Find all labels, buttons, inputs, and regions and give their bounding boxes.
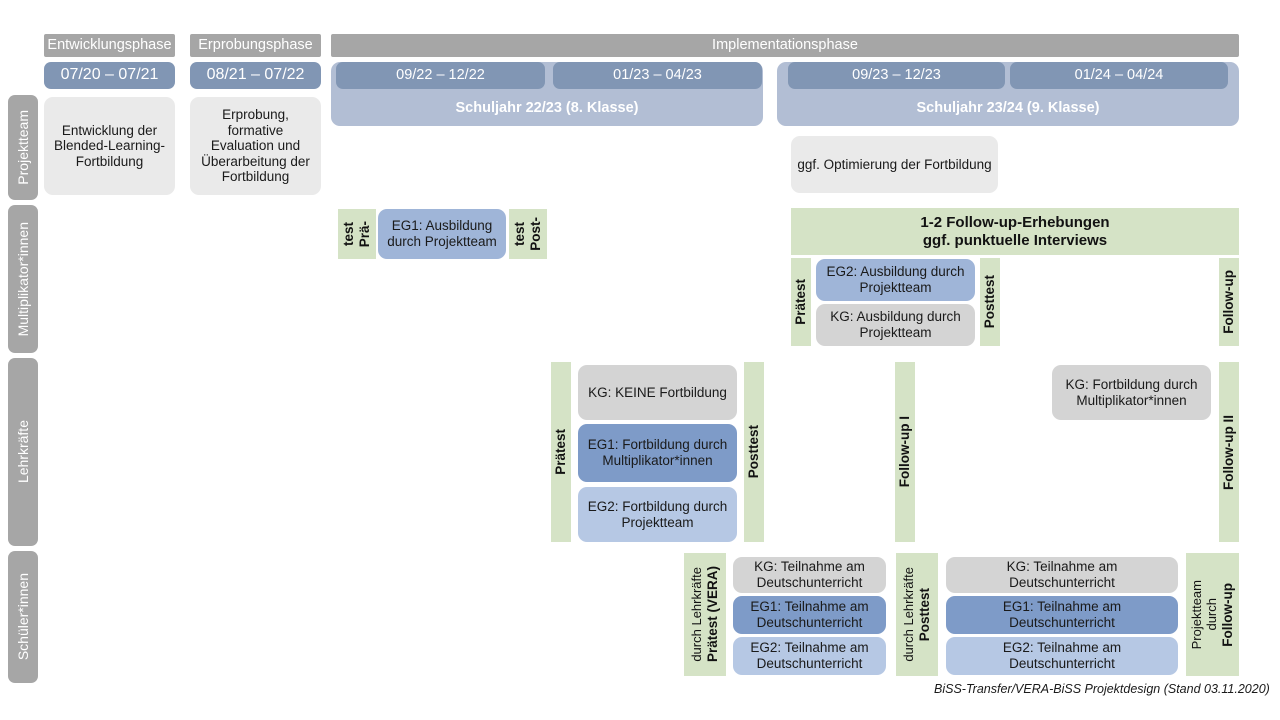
- posttest-line-1: Post-: [528, 217, 543, 251]
- card-erprobung-evaluation: Erprobung, formative Evaluation und Über…: [190, 97, 321, 195]
- card-kg-fortbildung-multiplikatoren: KG: Fortbildung durch Multiplikator*inne…: [1052, 365, 1211, 420]
- card-eg2-teilnahme-deutschunterricht-1: EG2: Teilnahme am Deutschunterricht: [733, 637, 886, 675]
- followup-2-bar-lehrkraefte: Follow-up II: [1219, 362, 1239, 542]
- date-chip-0923-1223: 09/23 – 12/23: [788, 62, 1005, 89]
- praetest-vera-sublabel: durch Lehrkräfte: [688, 567, 704, 662]
- praetest-bar-multiplikatoren-left: Prä- test: [338, 209, 376, 259]
- followup-band-line-1: 1-2 Follow-up-Erhebungen: [920, 214, 1110, 232]
- praetest-vera-label: Prätest (VERA): [704, 566, 720, 663]
- phase-header-erprobungsphase: Erprobungsphase: [190, 34, 321, 57]
- praetest-line-1: Prä-: [357, 220, 372, 248]
- card-entwicklung-fortbildung: Entwicklung der Blended-Learning-Fortbil…: [44, 97, 175, 195]
- followup-2-label: Follow-up II: [1221, 414, 1237, 490]
- posttest-label: Posttest: [746, 425, 762, 479]
- posttest-sublabel: durch Lehrkräfte: [900, 567, 916, 662]
- date-chip-0922-1222: 09/22 – 12/22: [336, 62, 545, 89]
- posttest-bar-multiplikatoren-left: Post- test: [509, 209, 547, 259]
- posttest-bar-lehrkraefte: Posttest: [744, 362, 764, 542]
- followup-sublabel-durch: durch: [1203, 598, 1219, 631]
- followup-bar-schuelerinnen: Follow-up durch Projektteam: [1186, 553, 1239, 676]
- followup-bar-multiplikatoren: Follow-up: [1219, 258, 1239, 346]
- followup-erhebungen-band: 1-2 Follow-up-Erhebungen ggf. punktuelle…: [791, 208, 1239, 255]
- card-eg1-teilnahme-deutschunterricht-2: EG1: Teilnahme am Deutschunterricht: [946, 596, 1178, 634]
- date-chip-0124-0424: 01/24 – 04/24: [1010, 62, 1228, 89]
- sidebar-label-text: Multiplikator*innen: [14, 221, 31, 337]
- praetest-label: Prätest: [793, 279, 809, 325]
- praetest-line-2: test: [341, 221, 357, 246]
- date-chip-0720-0721: 07/20 – 07/21: [44, 62, 175, 89]
- sidebar-row-label-projektteam: Projektteam: [8, 95, 38, 200]
- sidebar-row-label-schuelerinnen: Schüler*innen: [8, 551, 38, 683]
- followup-sublabel-projektteam: Projektteam: [1188, 579, 1204, 650]
- praetest-bar-lehrkraefte: Prätest: [551, 362, 571, 542]
- card-optimierung-fortbildung: ggf. Optimierung der Fortbildung: [791, 136, 998, 193]
- praetest-label: Prätest: [553, 429, 569, 475]
- card-kg-ausbildung-projektteam: KG: Ausbildung durch Projektteam: [816, 304, 975, 346]
- posttest-label: Posttest: [982, 275, 998, 329]
- sidebar-label-text: Schüler*innen: [14, 573, 31, 661]
- card-kg-teilnahme-deutschunterricht-1: KG: Teilnahme am Deutschunterricht: [733, 557, 886, 593]
- card-eg1-teilnahme-deutschunterricht-1: EG1: Teilnahme am Deutschunterricht: [733, 596, 886, 634]
- posttest-bar-schuelerinnen: Posttest durch Lehrkräfte: [896, 553, 938, 676]
- followup-label: Follow-up: [1221, 270, 1237, 334]
- card-kg-teilnahme-deutschunterricht-2: KG: Teilnahme am Deutschunterricht: [946, 557, 1178, 593]
- card-kg-keine-fortbildung: KG: KEINE Fortbildung: [578, 365, 737, 420]
- footer-caption: BiSS-Transfer/VERA-BiSS Projektdesign (S…: [934, 682, 1270, 696]
- date-chip-0821-0722: 08/21 – 07/22: [190, 62, 321, 89]
- praetest-bar-multiplikatoren-right: Prätest: [791, 258, 811, 346]
- sidebar-label-text: Projektteam: [14, 110, 31, 185]
- sidebar-row-label-multiplikatorinnen: Multiplikator*innen: [8, 205, 38, 353]
- card-eg1-fortbildung-multiplikatoren: EG1: Fortbildung durch Multiplikator*inn…: [578, 424, 737, 482]
- praetest-vera-bar-schuelerinnen: Prätest (VERA) durch Lehrkräfte: [684, 553, 726, 676]
- card-eg1-ausbildung-projektteam: EG1: Ausbildung durch Projektteam: [378, 209, 506, 259]
- card-eg2-ausbildung-projektteam: EG2: Ausbildung durch Projektteam: [816, 259, 975, 301]
- sidebar-label-text: Lehrkräfte: [14, 420, 31, 484]
- followup-1-label: Follow-up I: [897, 416, 913, 488]
- card-eg2-teilnahme-deutschunterricht-2: EG2: Teilnahme am Deutschunterricht: [946, 637, 1178, 675]
- phase-header-entwicklungsphase: Entwicklungsphase: [44, 34, 175, 57]
- followup-band-line-2: ggf. punktuelle Interviews: [922, 231, 1108, 249]
- phase-header-implementationsphase: Implementationsphase: [331, 34, 1239, 57]
- posttest-line-2: test: [512, 221, 528, 246]
- followup-1-bar-lehrkraefte: Follow-up I: [895, 362, 915, 542]
- date-chip-0123-0423: 01/23 – 04/23: [553, 62, 762, 89]
- posttest-label: Posttest: [916, 587, 932, 642]
- posttest-bar-multiplikatoren-right: Posttest: [980, 258, 1000, 346]
- sidebar-row-label-lehrkraefte: Lehrkräfte: [8, 358, 38, 546]
- card-eg2-fortbildung-projektteam: EG2: Fortbildung durch Projektteam: [578, 487, 737, 542]
- followup-label: Follow-up: [1219, 582, 1235, 647]
